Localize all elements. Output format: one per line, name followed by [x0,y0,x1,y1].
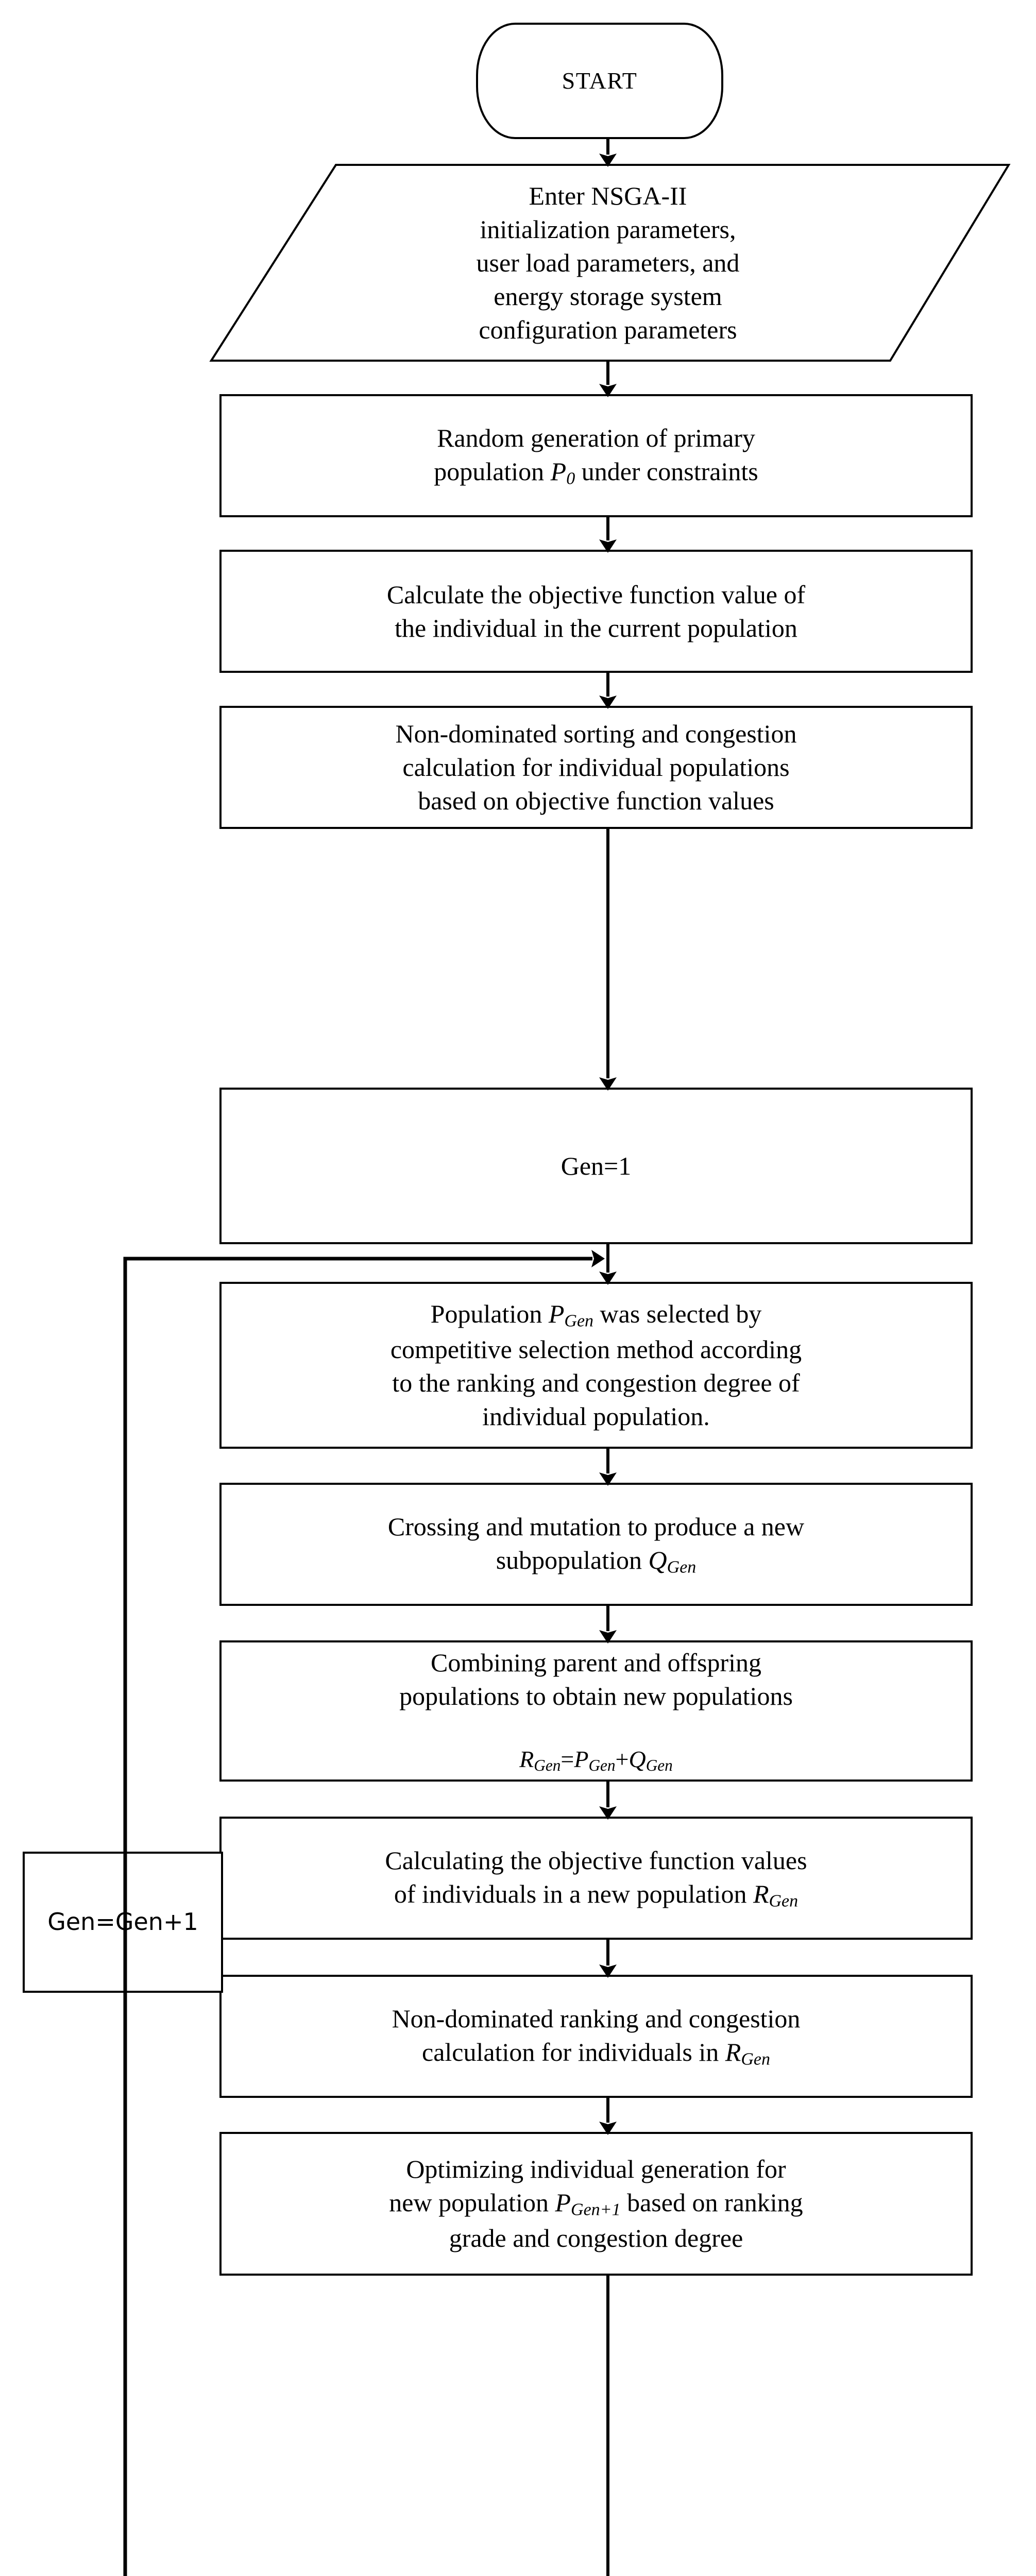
crossing-mutation-sub: Gen [667,1557,697,1577]
combining-eq-r: R [519,1745,534,1772]
ranking-new-line2-pre: calculation for individuals in [422,2037,725,2066]
crossing-mutation-var: Q [648,1545,667,1574]
random-generation-sub: 0 [566,469,575,488]
combining-eq-q: Q [629,1745,646,1772]
combining-eq-p: P [574,1745,589,1772]
combining-populations-label: Combining parent and offspring populatio… [226,1641,966,1781]
combining-eq-mid: = [561,1745,574,1772]
ranking-new-var: R [725,2037,741,2066]
random-generation-line2-post: under constraints [575,456,758,486]
start-label: START [562,67,638,94]
calculating-new-sub: Gen [769,1891,799,1911]
gen-increment-label: Gen=Gen+1 [47,1908,198,1936]
calculating-new-var: R [753,1879,769,1908]
calculate-objective-label: Calculate the objective function value o… [386,580,806,642]
crossing-mutation-line1: Crossing and mutation to produce a new [387,1512,805,1541]
ranking-new-sub: Gen [741,2049,770,2069]
optimizing-var: P [555,2188,571,2217]
population-selection-var: P [548,1299,565,1329]
random-generation-line2-pre: population [434,456,551,486]
ranking-new-population-label: Non-dominated ranking and congestion cal… [226,1976,966,2097]
crossing-mutation-line2-pre: subpopulation [496,1545,649,1574]
combining-eq-p-sub: Gen [588,1756,616,1774]
combining-eq-q-sub: Gen [646,1756,673,1774]
population-selection-line1-post: was selected by [593,1299,762,1329]
optimizing-generation-label: Optimizing individual generation for new… [226,2133,966,2275]
optimizing-line1: Optimizing individual generation for [406,2155,786,2184]
calculating-new-line2-pre: of individuals in a new population [394,1879,753,1908]
random-generation-var: P [550,456,567,486]
combining-eq-r-sub: Gen [534,1756,561,1774]
calculating-new-line1: Calculating the objective function value… [385,1845,807,1875]
random-generation-label: Random generation of primary population … [226,395,966,516]
optimizing-line2-post: based on ranking [620,2188,803,2217]
ranking-new-line1: Non-dominated ranking and congestion [392,2004,801,2033]
non-dominated-sorting-label: Non-dominated sorting and congestion cal… [395,719,797,815]
optimizing-line2-pre: new population [389,2188,555,2217]
calculating-new-population-label: Calculating the objective function value… [226,1818,966,1939]
crossing-mutation-label: Crossing and mutation to produce a new s… [226,1484,966,1605]
population-selection-rest: competitive selection method according t… [390,1334,802,1431]
population-selection-sub: Gen [564,1311,594,1331]
optimizing-sub: Gen+1 [571,2200,621,2219]
random-generation-line1: Random generation of primary [437,423,755,452]
combining-populations-line1: Combining parent and offspring [430,1648,762,1677]
input-params-label: Enter NSGA-II initialization parameters,… [476,181,740,344]
combining-eq-plus: + [615,1745,629,1772]
population-selection-label: Population PGen was selected by competit… [226,1283,966,1448]
optimizing-line3: grade and congestion degree [449,2223,743,2252]
combining-populations-line2: populations to obtain new populations [399,1681,793,1710]
gen-init-label: Gen=1 [561,1151,632,1180]
population-selection-line1-pre: Population [430,1299,549,1329]
